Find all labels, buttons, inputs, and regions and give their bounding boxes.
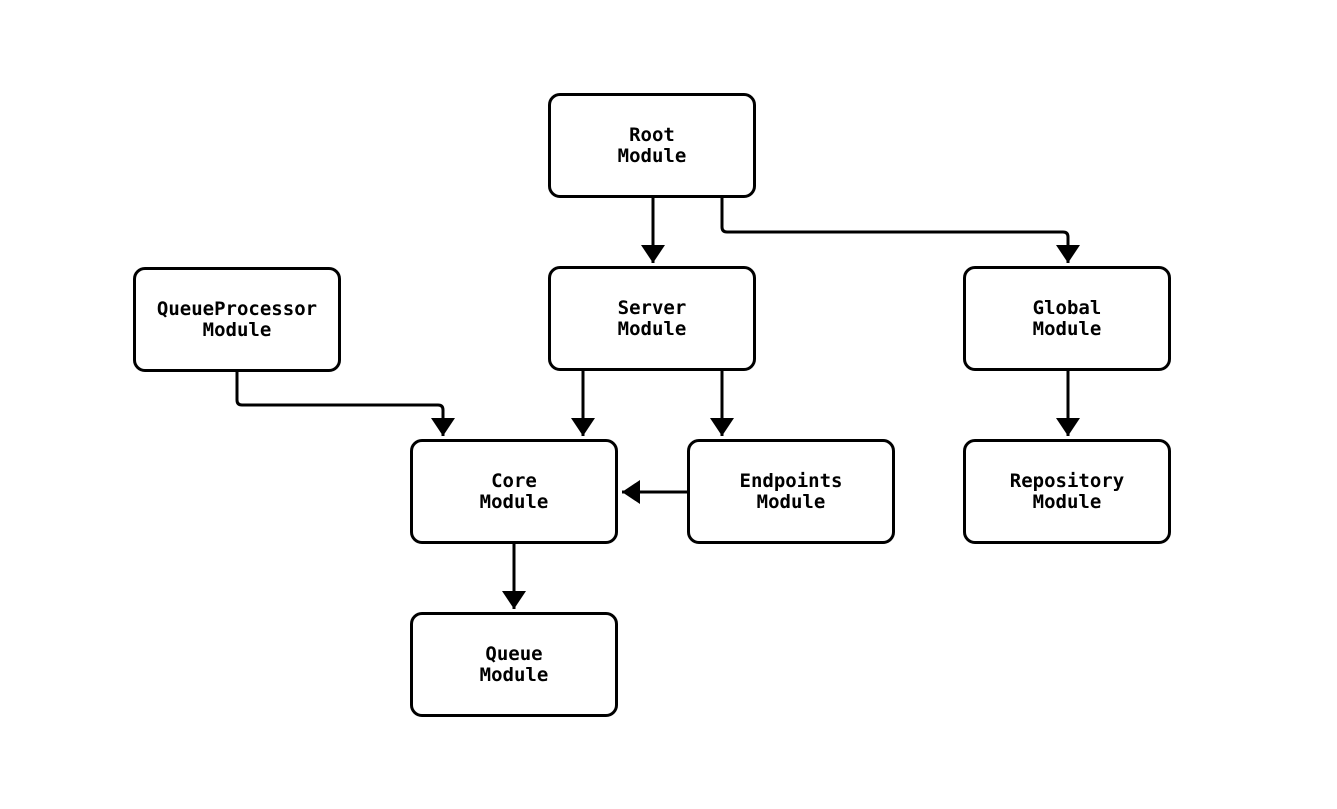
node-global-label: Global Module xyxy=(1032,296,1102,340)
node-server-label: Server Module xyxy=(617,296,687,340)
node-repository-label: Repository Module xyxy=(1009,469,1125,513)
node-endpoints-label: Endpoints Module xyxy=(739,469,843,513)
node-global-module: Global Module xyxy=(963,266,1171,371)
node-queue-label: Queue Module xyxy=(479,642,549,686)
node-root-label: Root Module xyxy=(617,123,687,167)
node-queueprocessor-label: QueueProcessor Module xyxy=(156,297,318,341)
node-endpoints-module: Endpoints Module xyxy=(687,439,895,544)
node-core-label: Core Module xyxy=(479,469,549,513)
node-server-module: Server Module xyxy=(548,266,756,371)
node-repository-module: Repository Module xyxy=(963,439,1171,544)
node-root-module: Root Module xyxy=(548,93,756,198)
edge-root-to-global xyxy=(720,198,1080,263)
node-core-module: Core Module xyxy=(410,439,618,544)
edge-queueprocessor-to-core xyxy=(235,372,455,436)
node-queueprocessor-module: QueueProcessor Module xyxy=(133,267,341,372)
node-queue-module: Queue Module xyxy=(410,612,618,717)
